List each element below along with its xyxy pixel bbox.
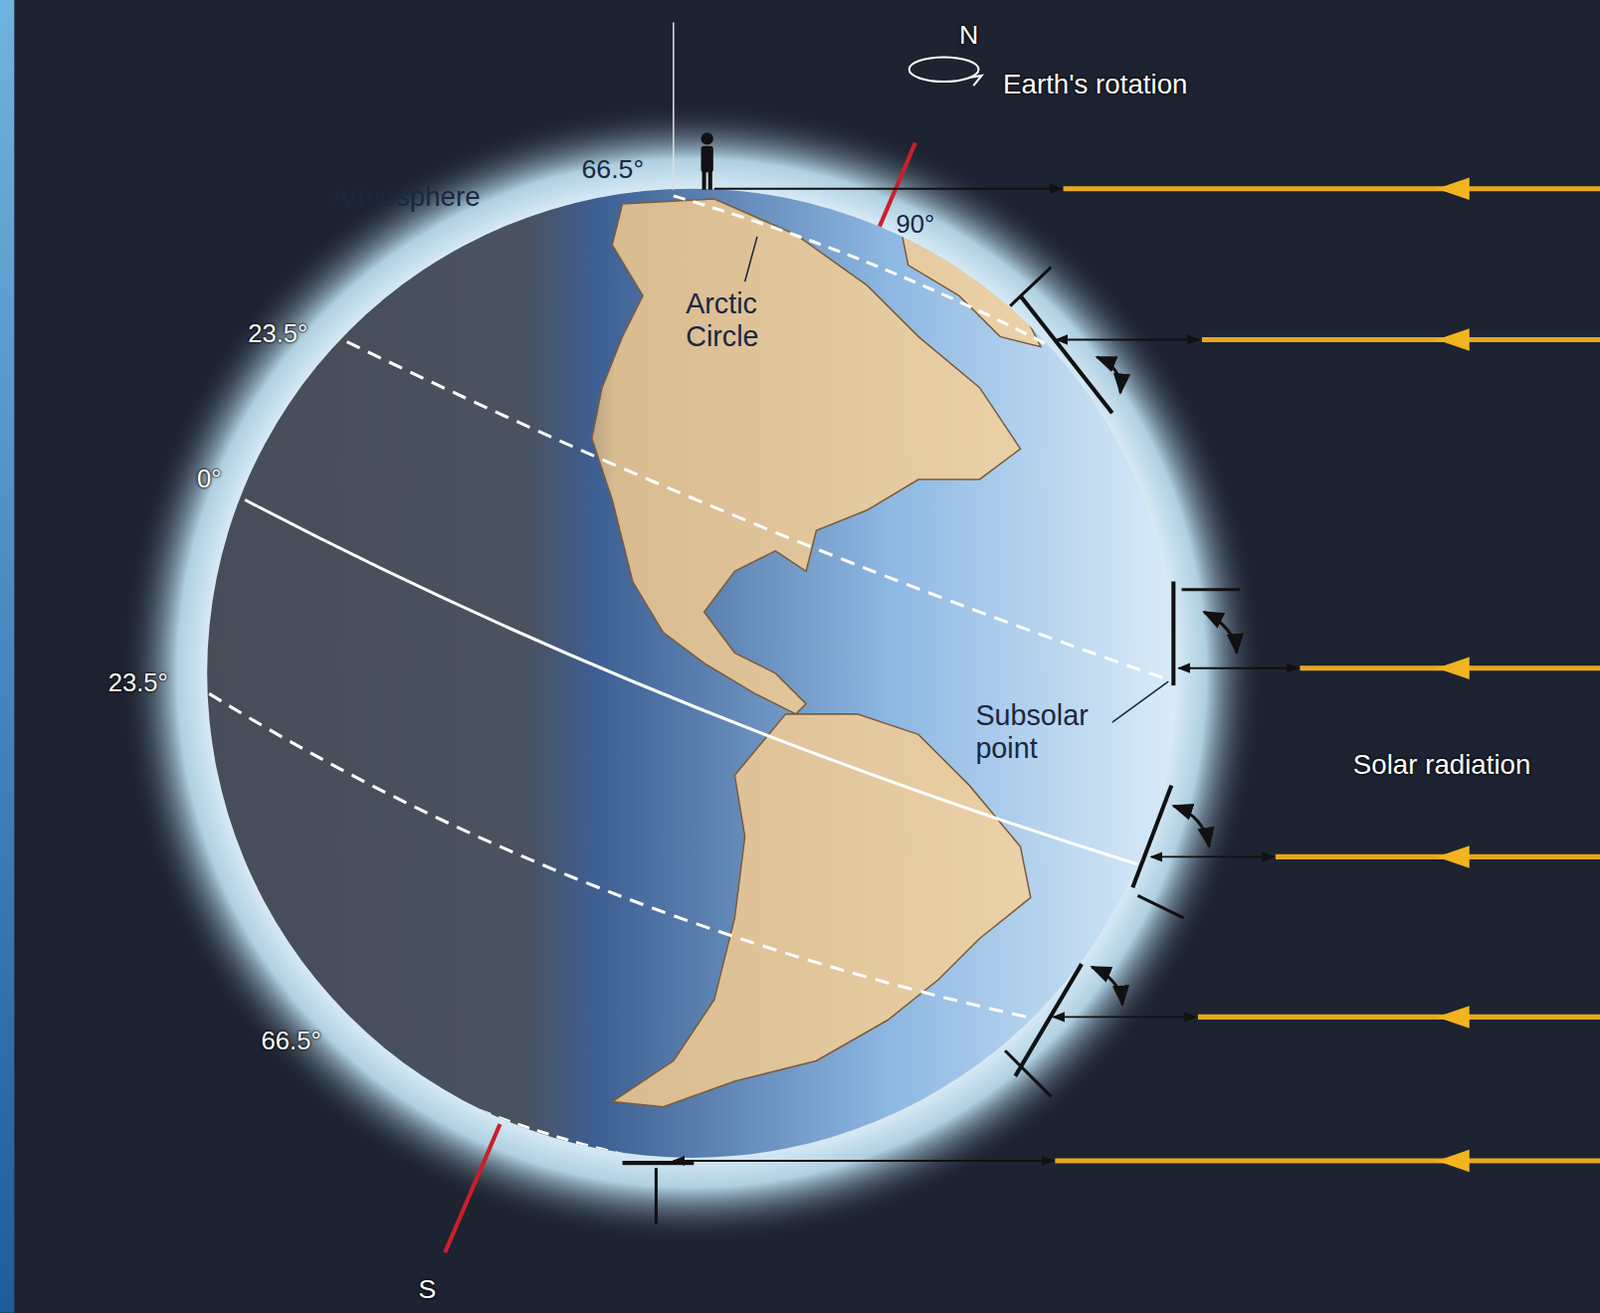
- latitude-label: 23.5°: [247, 318, 308, 348]
- circle-label: Arctic Circle: [685, 287, 799, 354]
- radiation-label: Solar radiation: [1353, 750, 1532, 783]
- pole-label: N: [959, 20, 979, 52]
- latitude-label: 23.5°: [108, 668, 169, 698]
- latitude-label: 66.5°: [582, 155, 645, 187]
- atmosphere-label: Atmosphere: [331, 182, 480, 214]
- rotation-label: Earth's rotation: [1002, 69, 1188, 102]
- latitude-label: 66.5°: [261, 1026, 322, 1056]
- subsolar-label: Subsolar point: [975, 699, 1129, 766]
- latitude-label: 0°: [197, 464, 222, 494]
- angle-label: 90°: [895, 208, 935, 238]
- pole-label: S: [417, 1275, 436, 1307]
